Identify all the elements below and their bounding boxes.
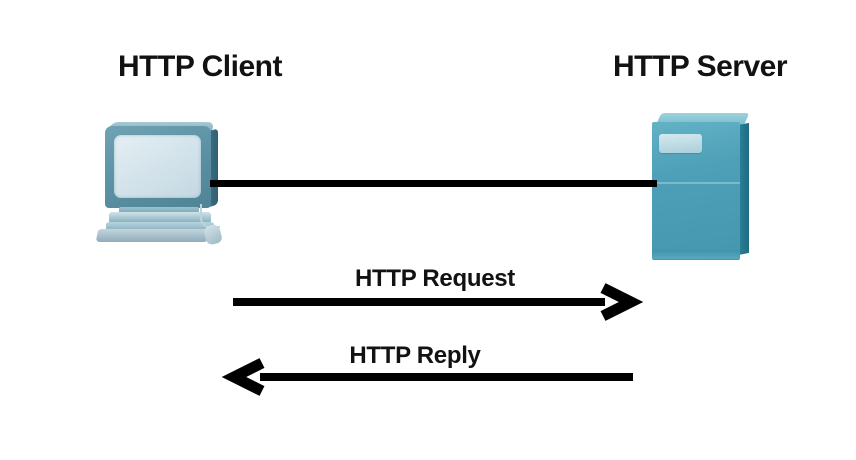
left-arrow-icon bbox=[221, 358, 265, 396]
http-reply-arrow bbox=[221, 358, 633, 396]
server-label-panel bbox=[659, 134, 702, 153]
client-server-link bbox=[210, 180, 657, 187]
mouse-icon bbox=[202, 223, 224, 246]
server-base bbox=[652, 250, 740, 259]
right-arrow-icon bbox=[600, 283, 644, 321]
chassis-slab-top bbox=[109, 212, 211, 224]
monitor-screen bbox=[114, 135, 201, 198]
client-title: HTTP Client bbox=[118, 50, 282, 83]
http-request-arrow bbox=[233, 283, 644, 321]
desktop-computer-icon bbox=[95, 112, 235, 247]
server-title: HTTP Server bbox=[612, 50, 788, 83]
keyboard-icon bbox=[95, 229, 211, 242]
server-seam-line bbox=[652, 182, 740, 184]
http-request-label: HTTP Request bbox=[355, 265, 515, 292]
monitor-neck bbox=[119, 207, 199, 216]
server-tower-icon bbox=[648, 108, 768, 263]
http-reply-label: HTTP Reply bbox=[349, 342, 481, 369]
